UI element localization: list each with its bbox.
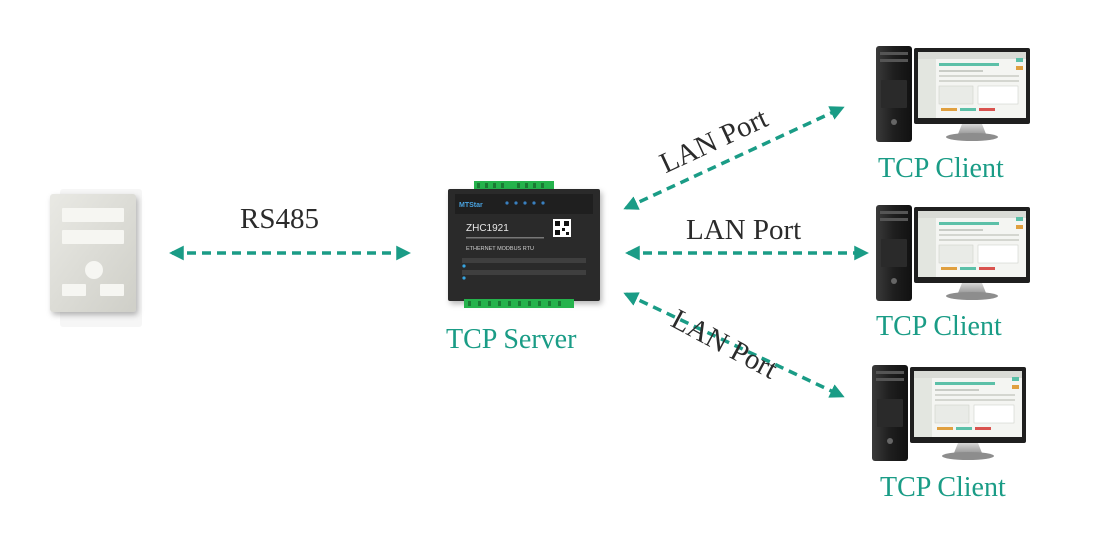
server-model-text: ZHC1921 (466, 223, 509, 234)
server-brand-text: MTStar (459, 202, 483, 209)
lan-link-arrow-1 (623, 106, 845, 210)
meter-device-icon (50, 189, 142, 327)
rs485-link-label: RS485 (240, 203, 319, 235)
lan-link-arrow-3 (623, 292, 845, 398)
tcp-client-label-3: TCP Client (880, 472, 1006, 503)
server-subtitle-text: ETHERNET MODBUS RTU (466, 246, 534, 252)
tcp-client-label-1: TCP Client (878, 153, 1004, 184)
desktop-computer-icon-2 (875, 204, 1031, 302)
tcp-server-label: TCP Server (446, 324, 577, 355)
lan-port-label-2: LAN Port (686, 214, 802, 246)
tcp-client-label-2: TCP Client (876, 311, 1002, 342)
desktop-computer-icon-1 (875, 45, 1031, 143)
desktop-computer-icon-3 (871, 364, 1027, 462)
rtu-module-icon: MTStar ZHC1921 ETHERNET MODBUS RTU (448, 181, 600, 308)
